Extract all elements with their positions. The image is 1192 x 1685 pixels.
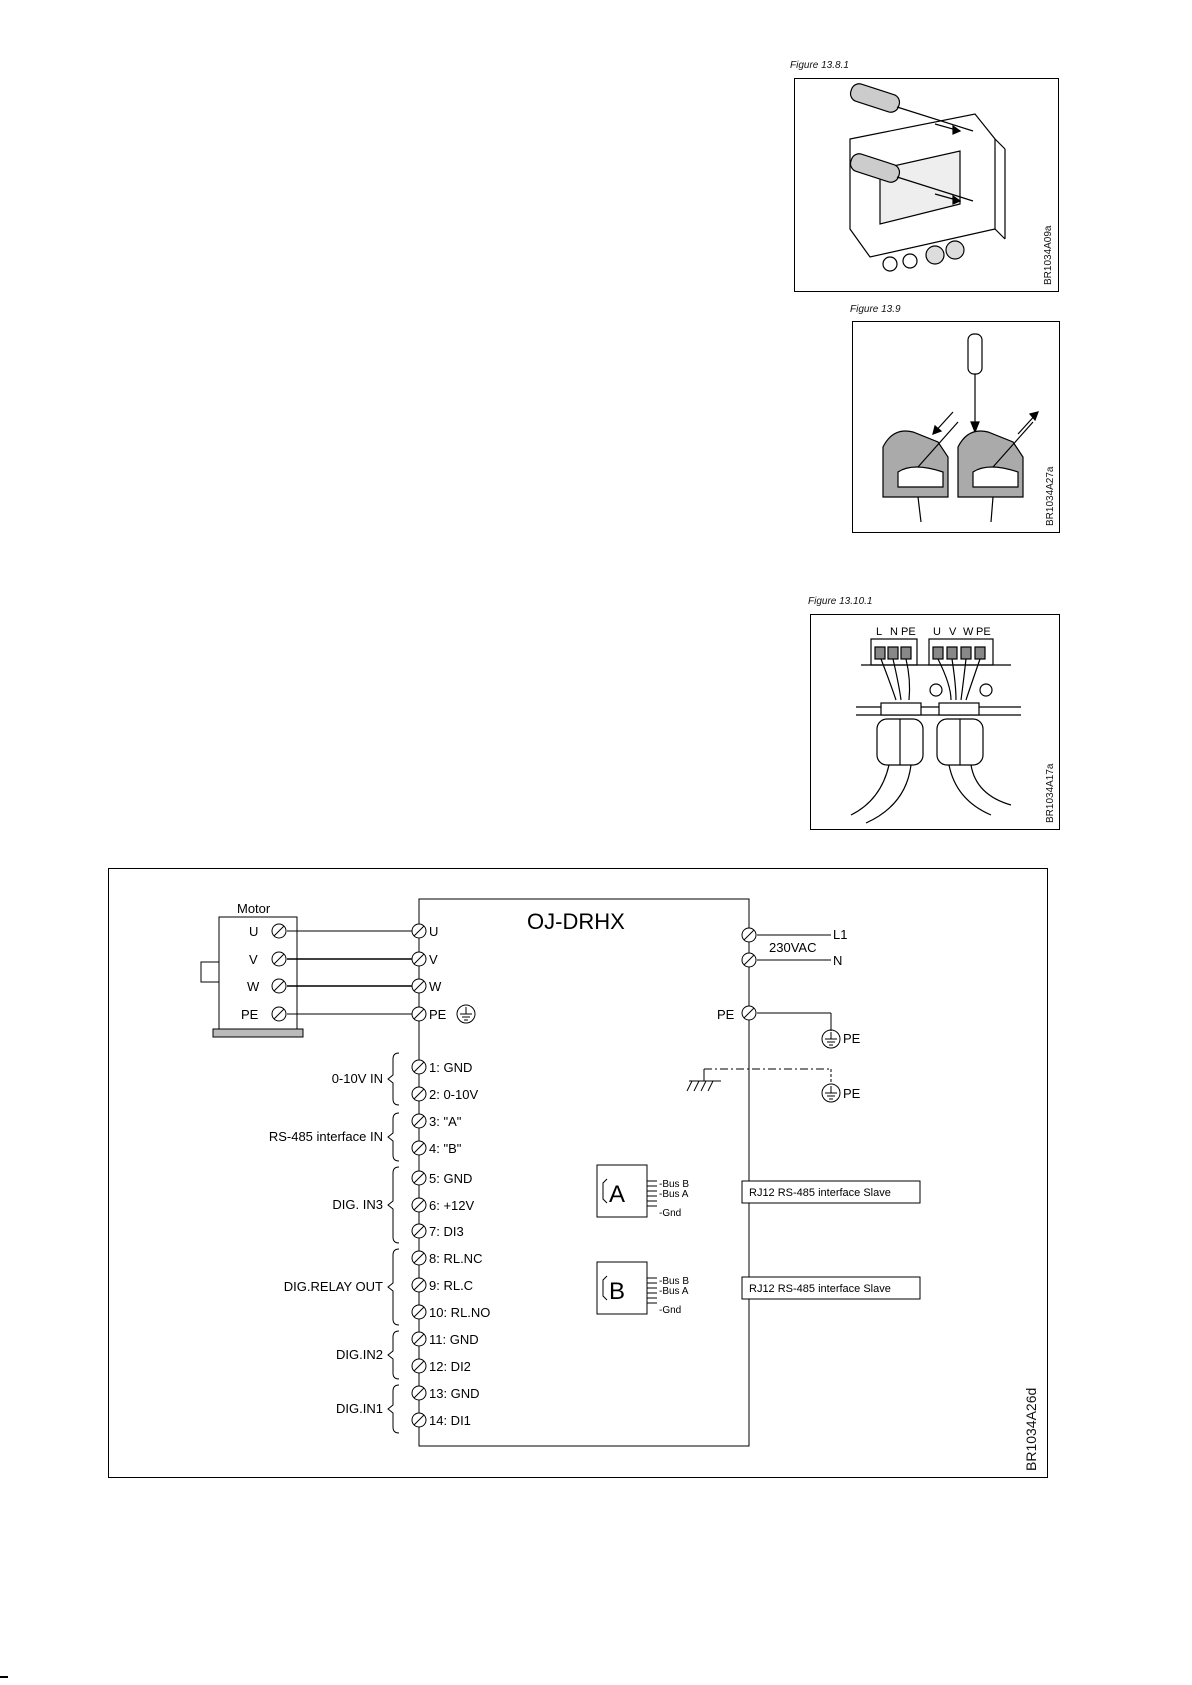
cable-gland-terminal-illustration: L N PE U V W PE <box>850 626 1021 824</box>
screw-terminal-icon <box>411 1250 427 1266</box>
motor-terminal-u: U <box>249 924 258 939</box>
terminal-label: 12: DI2 <box>429 1359 471 1374</box>
motor-label: Motor <box>237 901 271 916</box>
screw-terminal-icon <box>411 923 427 939</box>
screw-terminal-icon <box>411 1197 427 1213</box>
terminal-group-label: DIG.IN2 <box>336 1347 383 1362</box>
screw-terminal-icon <box>411 1412 427 1428</box>
screw-terminal-icon <box>411 1277 427 1293</box>
terminal-group-label: DIG. IN3 <box>332 1197 383 1212</box>
terminal-label: 10: RL.NO <box>429 1305 490 1320</box>
pe-label-1: PE <box>843 1031 861 1046</box>
figure-13-8-1-label: Figure 13.8.1 <box>790 60 849 71</box>
screw-terminal-icon <box>411 1006 427 1022</box>
rj12-b-pin-gnd: -Gnd <box>659 1305 681 1316</box>
screw-terminal-icon <box>411 1331 427 1347</box>
wiring-diagram: Motor U V W PE OJ-DRHX U V W PE L1 N 230… <box>108 868 1048 1478</box>
screw-terminal-icon <box>411 1170 427 1186</box>
supply-n: N <box>833 953 842 968</box>
terminal-label: 4: "B" <box>429 1141 462 1156</box>
terminal-label: 5: GND <box>429 1171 472 1186</box>
terminal-label: 7: DI3 <box>429 1224 464 1239</box>
terminal-group-label: RS-485 interface IN <box>269 1129 383 1144</box>
motor-terminal-pe: PE <box>241 1007 259 1022</box>
figure-13-9-label: Figure 13.9 <box>850 304 901 315</box>
terminal-N-label: N <box>890 626 898 638</box>
supply-pe-terminal: PE <box>717 1007 735 1022</box>
terminal-label: 13: GND <box>429 1386 480 1401</box>
screw-terminal-icon <box>411 1223 427 1239</box>
screw-terminal-icon <box>271 1006 287 1022</box>
terminal-V-label: V <box>949 626 957 638</box>
earth-icon <box>821 1083 841 1103</box>
screw-terminal-icon <box>271 978 287 994</box>
motor-terminal-v: V <box>249 952 258 967</box>
supply-l1: L1 <box>833 927 847 942</box>
earth-icon <box>821 1029 841 1049</box>
drive-terminal-u: U <box>429 924 438 939</box>
wiring-diagram-code: BR1034A26d <box>1023 1387 1039 1471</box>
terminal-label: 8: RL.NC <box>429 1251 482 1266</box>
screw-terminal-icon <box>741 1005 757 1021</box>
rj12-a-pin-busa: -Bus A <box>659 1189 689 1200</box>
drive-terminal-pe: PE <box>429 1007 447 1022</box>
terminal-PE1-label: PE <box>901 626 916 638</box>
pe-label-2: PE <box>843 1086 861 1101</box>
page-mark <box>0 1676 8 1678</box>
rj12-a-letter: A <box>609 1181 625 1208</box>
figure-13-9-code: BR1034A27a <box>1045 466 1056 527</box>
figure-13-10-1-label: Figure 13.10.1 <box>808 596 873 607</box>
drive-terminal-v: V <box>429 952 438 967</box>
screwdriver-housing-illustration <box>849 83 1006 272</box>
rj12-b-label: RJ12 RS-485 interface Slave <box>749 1283 891 1295</box>
terminal-label: 9: RL.C <box>429 1278 473 1293</box>
terminal-U-label: U <box>933 626 941 638</box>
terminal-L-label: L <box>876 626 882 638</box>
wiring-diagram-svg: Motor U V W PE OJ-DRHX U V W PE L1 N 230… <box>200 898 921 1447</box>
figure-13-8-1-code: BR1034A09a <box>1043 225 1054 286</box>
screw-terminal-icon <box>271 951 287 967</box>
terminal-label: 3: "A" <box>429 1114 462 1129</box>
figure-13-9: BR1034A27a <box>852 321 1060 533</box>
terminal-label: 11: GND <box>429 1332 479 1347</box>
motor-terminal-w: W <box>247 979 260 994</box>
terminal-label: 1: GND <box>429 1060 472 1075</box>
screw-terminal-icon <box>411 1086 427 1102</box>
terminal-label: 14: DI1 <box>429 1413 471 1428</box>
screw-terminal-icon <box>411 1385 427 1401</box>
screw-terminal-icon <box>411 951 427 967</box>
figure-13-8-1: BR1034A09a <box>794 78 1059 292</box>
terminal-group-label: DIG.RELAY OUT <box>284 1279 383 1294</box>
terminal-W-label: W <box>963 626 974 638</box>
screw-terminal-icon <box>741 952 757 968</box>
rj12-b-letter: B <box>609 1278 625 1305</box>
terminal-label: 2: 0-10V <box>429 1087 478 1102</box>
terminal-label: 6: +12V <box>429 1198 475 1213</box>
screw-terminal-icon <box>411 978 427 994</box>
supply-voltage: 230VAC <box>769 940 816 955</box>
rj12-a-pin-gnd: -Gnd <box>659 1208 681 1219</box>
terminal-clamp-illustration <box>882 333 1039 523</box>
drive-terminal-w: W <box>429 979 442 994</box>
rj12-a-pin-busb: -Bus B <box>659 1179 689 1190</box>
screw-terminal-icon <box>411 1304 427 1320</box>
earth-icon <box>456 1004 476 1024</box>
screw-terminal-icon <box>741 927 757 943</box>
terminal-PE2-label: PE <box>976 626 991 638</box>
screw-terminal-icon <box>271 923 287 939</box>
drive-box <box>418 898 750 1447</box>
figure-13-10-1: L N PE U V W PE <box>810 614 1060 830</box>
screw-terminal-icon <box>411 1358 427 1374</box>
figure-13-10-1-code: BR1034A17a <box>1045 763 1056 824</box>
terminal-group-label: DIG.IN1 <box>336 1401 383 1416</box>
rj12-b-pin-busa: -Bus A <box>659 1286 689 1297</box>
rj12-a-label: RJ12 RS-485 interface Slave <box>749 1187 891 1199</box>
screw-terminal-icon <box>411 1113 427 1129</box>
terminal-group-label: 0-10V IN <box>332 1071 383 1086</box>
diagram-title: OJ-DRHX <box>527 909 625 934</box>
screw-terminal-icon <box>411 1140 427 1156</box>
screw-terminal-icon <box>411 1059 427 1075</box>
rj12-b-pin-busb: -Bus B <box>659 1276 689 1287</box>
